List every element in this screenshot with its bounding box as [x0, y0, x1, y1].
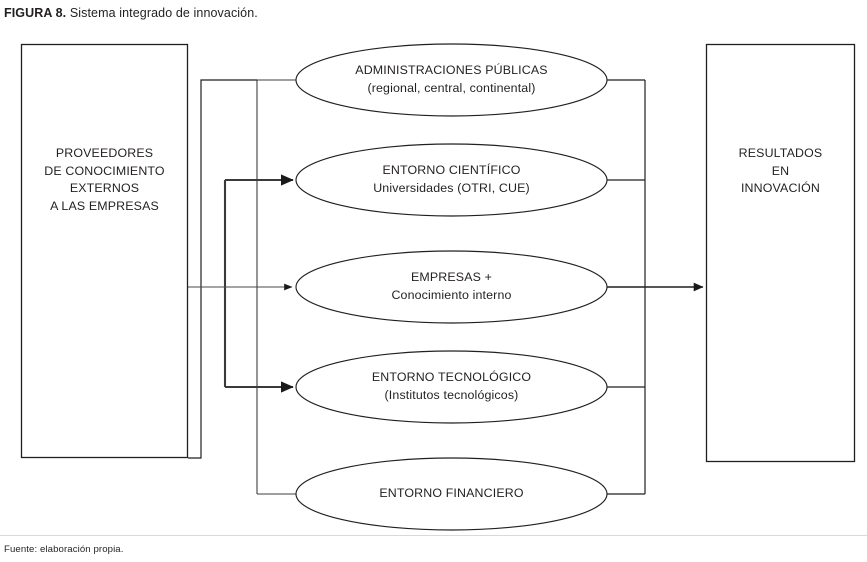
connector-left-outer-frame	[188, 79, 257, 459]
ellipse-entorno-financiero	[295, 457, 608, 531]
ellipse-empresas	[295, 250, 608, 324]
footer-divider	[0, 535, 867, 536]
ellipse-entorno-tecnologico	[295, 350, 608, 424]
figure-label: FIGURA 8.	[4, 6, 67, 20]
ellipse-administraciones-publicas	[295, 43, 608, 117]
page-title: FIGURA 8. Sistema integrado de innovació…	[4, 5, 258, 21]
figure-caption: Sistema integrado de innovación.	[66, 6, 258, 20]
source-note: Fuente: elaboración propia.	[4, 544, 124, 555]
left-box-proveedores	[20, 43, 189, 459]
ellipse-entorno-cientifico	[295, 143, 608, 217]
right-box-resultados	[705, 43, 856, 463]
